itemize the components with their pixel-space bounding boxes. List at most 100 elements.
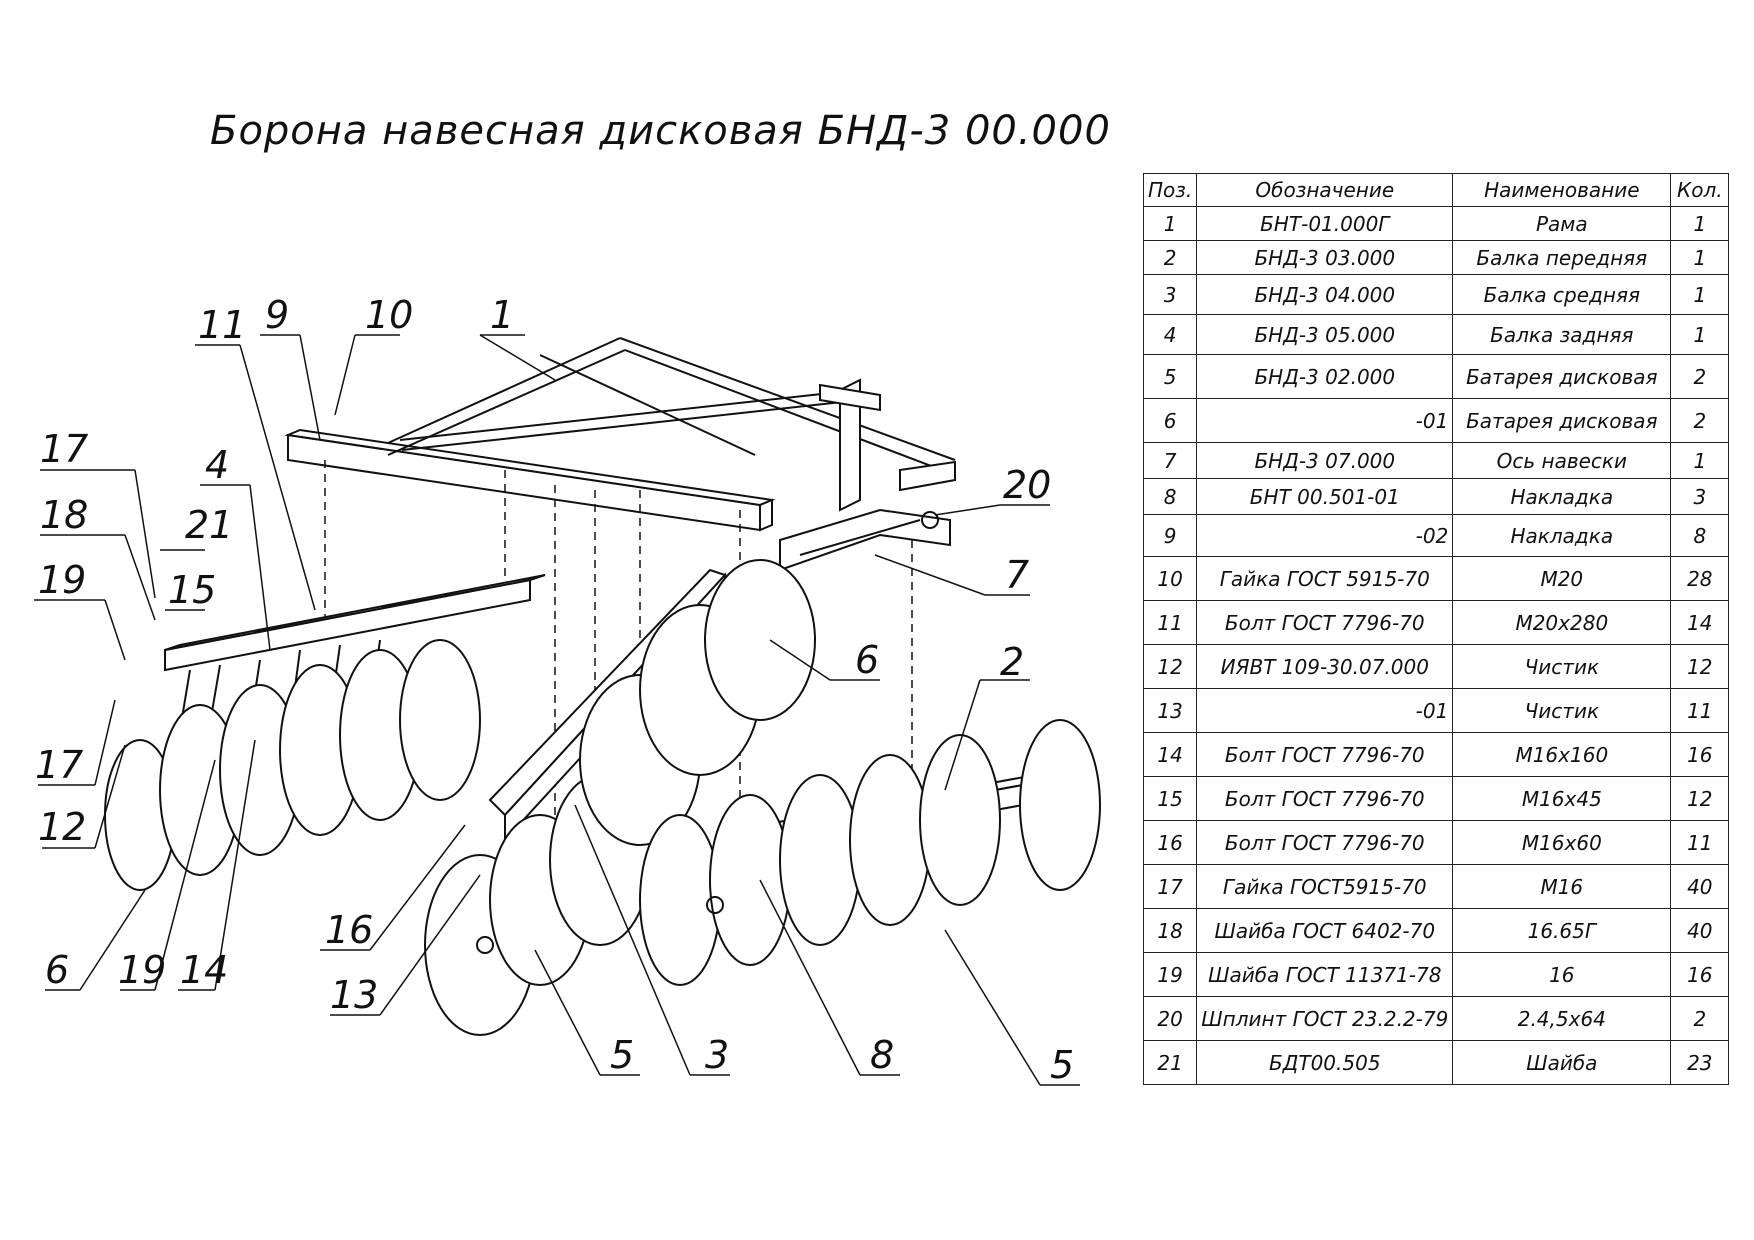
cell-name: Чистик xyxy=(1452,644,1672,689)
cell-name: Рама xyxy=(1452,206,1672,241)
cell-position: 3 xyxy=(1142,274,1198,315)
callout-6-middle: 6 xyxy=(855,638,879,682)
callout-4: 4 xyxy=(205,443,229,487)
cell-quantity: 11 xyxy=(1670,820,1730,865)
callout-20: 20 xyxy=(1003,463,1051,507)
cell-position: 14 xyxy=(1142,732,1198,777)
callout-19-left: 19 xyxy=(38,558,86,602)
callout-12: 12 xyxy=(38,805,86,849)
callout-15: 15 xyxy=(168,568,216,612)
cell-name: Ось навески xyxy=(1452,442,1672,479)
drawing-title: Борона навесная дисковая БНД-3 00.000 xyxy=(210,108,1111,154)
cell-position: 7 xyxy=(1142,442,1198,479)
cell-designation: Болт ГОСТ 7796-70 xyxy=(1196,732,1454,777)
cell-position: 10 xyxy=(1142,556,1198,601)
cell-designation: -01 xyxy=(1196,688,1454,733)
cell-quantity: 1 xyxy=(1670,240,1730,275)
cell-quantity: 2 xyxy=(1670,996,1730,1041)
cell-quantity: 11 xyxy=(1670,688,1730,733)
cell-position: 8 xyxy=(1142,478,1198,515)
cell-name: М16 xyxy=(1452,864,1672,909)
cell-designation: Гайка ГОСТ5915-70 xyxy=(1196,864,1454,909)
callout-19-bottom: 19 xyxy=(118,948,166,992)
cell-designation: Шайба ГОСТ 6402-70 xyxy=(1196,908,1454,953)
disc-battery-rear-left xyxy=(104,639,481,891)
cell-quantity: 12 xyxy=(1670,776,1730,821)
cell-position: 9 xyxy=(1142,514,1198,557)
cell-designation: Болт ГОСТ 7796-70 xyxy=(1196,776,1454,821)
cell-designation: ИЯВТ 109-30.07.000 xyxy=(1196,644,1454,689)
cell-position: 5 xyxy=(1142,354,1198,399)
header-quantity: Кол. xyxy=(1670,173,1730,207)
cell-name: Накладка xyxy=(1452,514,1672,557)
cell-designation: Шайба ГОСТ 11371-78 xyxy=(1196,952,1454,997)
callout-10: 10 xyxy=(365,293,413,337)
cell-position: 17 xyxy=(1142,864,1198,909)
cell-quantity: 1 xyxy=(1670,314,1730,355)
cell-quantity: 1 xyxy=(1670,274,1730,315)
cell-designation: -02 xyxy=(1196,514,1454,557)
cell-quantity: 14 xyxy=(1670,600,1730,645)
callout-2: 2 xyxy=(1000,640,1024,684)
cell-designation: Болт ГОСТ 7796-70 xyxy=(1196,600,1454,645)
hitch-axis xyxy=(779,508,951,572)
cell-name: М16х45 xyxy=(1452,776,1672,821)
cell-name: Батарея дисковая xyxy=(1452,354,1672,399)
cell-name: 16 xyxy=(1452,952,1672,997)
cell-position: 15 xyxy=(1142,776,1198,821)
cell-position: 18 xyxy=(1142,908,1198,953)
cell-quantity: 12 xyxy=(1670,644,1730,689)
cell-quantity: 1 xyxy=(1670,442,1730,479)
cell-designation: БНТ-01.000Г xyxy=(1196,206,1454,241)
cell-designation: Шплинт ГОСТ 23.2.2-79 xyxy=(1196,996,1454,1041)
cell-quantity: 16 xyxy=(1670,952,1730,997)
callout-14: 14 xyxy=(180,948,228,992)
cell-position: 13 xyxy=(1142,688,1198,733)
cell-designation: БНД-3 02.000 xyxy=(1196,354,1454,399)
cell-name: Накладка xyxy=(1452,478,1672,515)
cell-quantity: 3 xyxy=(1670,478,1730,515)
rear-beam xyxy=(164,574,546,736)
callout-3: 3 xyxy=(705,1033,729,1077)
cell-quantity: 40 xyxy=(1670,864,1730,909)
cell-position: 6 xyxy=(1142,398,1198,443)
cell-name: 2.4,5х64 xyxy=(1452,996,1672,1041)
callout-8: 8 xyxy=(870,1033,894,1077)
callout-5-front: 5 xyxy=(1050,1043,1074,1087)
cell-name: Чистик xyxy=(1452,688,1672,733)
header-position: Поз. xyxy=(1142,173,1198,207)
cell-position: 19 xyxy=(1142,952,1198,997)
cell-name: М16х60 xyxy=(1452,820,1672,865)
callout-5-middle: 5 xyxy=(610,1033,634,1077)
callout-18: 18 xyxy=(40,493,88,537)
cell-position: 16 xyxy=(1142,820,1198,865)
cell-name: Балка задняя xyxy=(1452,314,1672,355)
cell-quantity: 2 xyxy=(1670,398,1730,443)
table-header-row: Поз. Обозначение Наименование Кол. xyxy=(1142,173,1730,207)
cell-designation: БДТ00.505 xyxy=(1196,1040,1454,1085)
cell-quantity: 28 xyxy=(1670,556,1730,601)
cell-designation: БНТ 00.501-01 xyxy=(1196,478,1454,515)
callout-1: 1 xyxy=(490,293,514,337)
callout-6-left: 6 xyxy=(45,948,69,992)
cell-name: М20х280 xyxy=(1452,600,1672,645)
cell-name: Балка средняя xyxy=(1452,274,1672,315)
cell-position: 2 xyxy=(1142,240,1198,275)
callout-9: 9 xyxy=(265,293,289,337)
